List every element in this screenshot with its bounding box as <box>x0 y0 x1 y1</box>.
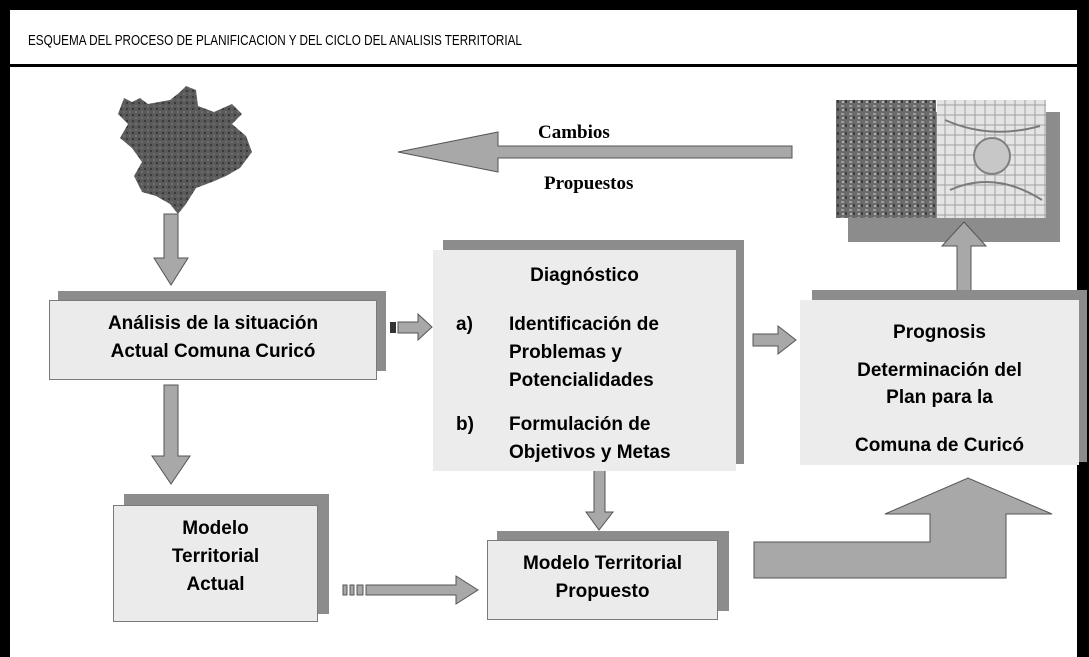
changes-label-line-2: Propuestos <box>544 173 634 194</box>
arrow-proposed-model-to-prognosis <box>753 477 1053 579</box>
actual-model-line-1: Modelo <box>182 518 249 539</box>
proposed-model-line-1: Modelo Territorial <box>522 553 683 574</box>
arrow-analysis-to-diagnosis <box>397 312 433 342</box>
item-b-line-2: Objetivos y Metas <box>509 442 671 463</box>
arrow-diagnosis-to-proposed-model <box>585 469 615 531</box>
proposed-model-box: Modelo Territorial Propuesto <box>487 540 718 620</box>
actual-model-line-2: Territorial <box>171 546 260 567</box>
commune-map-icon <box>118 86 252 214</box>
item-a-marker: a) <box>456 314 473 335</box>
analysis-line-2: Actual Comuna Curicó <box>110 341 316 362</box>
proposed-changes-arrow <box>397 131 793 173</box>
arrow-diagnosis-to-prognosis <box>752 324 797 356</box>
prognosis-line-3: Comuna de Curicó <box>855 435 1024 456</box>
diagram-title: ESQUEMA DEL PROCESO DE PLANIFICACION Y D… <box>28 32 522 49</box>
diagnosis-heading: Diagnóstico <box>530 265 639 286</box>
satellite-map-image <box>836 100 936 218</box>
arrow-analysis-to-actual-model <box>151 384 191 485</box>
diagnosis-box: Diagnóstico a) Identificación de Problem… <box>433 250 736 471</box>
item-a-line-1: Identificación de <box>509 314 659 335</box>
item-b-line-1: Formulación de <box>509 414 651 435</box>
prognosis-line-1: Determinación del <box>857 360 1022 381</box>
proposed-model-line-2: Propuesto <box>555 581 650 602</box>
actual-model-box: Modelo Territorial Actual <box>113 505 318 622</box>
arrow-actual-to-proposed-model <box>365 575 479 605</box>
item-b-marker: b) <box>456 414 474 435</box>
prognosis-box: Prognosis Determinación del Plan para la… <box>800 300 1079 465</box>
title-bar: ESQUEMA DEL PROCESO DE PLANIFICACION Y D… <box>10 10 1077 67</box>
arrow-map-to-analysis <box>153 213 189 286</box>
prognosis-line-2: Plan para la <box>886 387 993 408</box>
changes-label-line-1: Cambios <box>538 122 610 143</box>
analysis-line-1: Análisis de la situación <box>107 313 319 334</box>
actual-model-line-3: Actual <box>186 574 245 595</box>
item-a-line-2: Problemas y <box>509 342 622 363</box>
arrow-prognosis-to-map <box>940 221 988 293</box>
prognosis-heading: Prognosis <box>893 322 986 343</box>
analysis-box: Análisis de la situación Actual Comuna C… <box>49 300 377 380</box>
item-a-line-3: Potencialidades <box>509 370 654 391</box>
